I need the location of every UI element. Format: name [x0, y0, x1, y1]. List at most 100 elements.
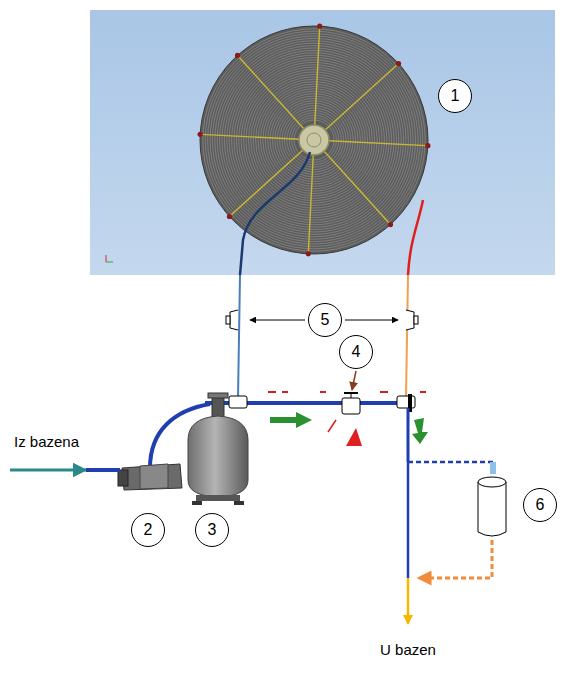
spoke [314, 140, 390, 224]
spiral-ring [244, 70, 385, 211]
spiral-ring [239, 65, 389, 215]
red-marks [268, 391, 426, 393]
spiral-ring [251, 77, 377, 203]
check-valve [406, 310, 418, 330]
supply-pipe [238, 275, 240, 398]
dosing-line [408, 462, 493, 472]
check-valve [226, 310, 238, 330]
spoke-anchor [306, 251, 311, 256]
leader-arrow [352, 371, 356, 390]
spiral-ring [246, 72, 382, 208]
spiral-ring [284, 110, 343, 169]
spiral-ring [292, 118, 337, 163]
collector-spiral [203, 29, 425, 251]
callout-number: 2 [144, 522, 153, 538]
callout-circle: 2 [131, 513, 165, 547]
callout-number: 3 [208, 522, 217, 538]
spiral-ring [277, 103, 351, 177]
return-pipe [406, 275, 408, 398]
spiral-ring [265, 91, 363, 189]
spiral-ring [287, 113, 341, 167]
spiral-ring [220, 46, 409, 235]
spiral-ring [272, 98, 355, 181]
red-mark [328, 420, 336, 432]
spoke [314, 140, 427, 146]
spoke-anchor [317, 24, 322, 29]
red-mark [346, 428, 362, 446]
spiral-ring [256, 82, 373, 199]
leader-arrow [250, 320, 305, 321]
spiral-ring [227, 53, 401, 227]
spiral-ring [203, 29, 425, 251]
spiral-ring [270, 96, 358, 184]
callout-circle: 4 [339, 335, 373, 369]
pump [118, 464, 182, 490]
spoke-anchor [396, 61, 401, 66]
spiral-ring [215, 41, 413, 239]
spoke [238, 56, 314, 140]
outlet-pipe [407, 408, 410, 462]
tee-fitting [397, 396, 415, 408]
outlet-pipe [407, 462, 410, 578]
spiral-ring [229, 55, 399, 225]
collector-hub-ring [307, 133, 321, 147]
spiral-ring [205, 31, 423, 249]
outflow-arrow [407, 578, 410, 624]
spiral-ring [241, 67, 387, 213]
callout-number: 5 [321, 312, 330, 328]
spiral-ring [217, 43, 411, 237]
dosing-return [418, 540, 492, 578]
flow-arrow [270, 412, 312, 428]
spiral-ring [263, 89, 365, 191]
spiral-ring [236, 62, 391, 217]
spoke [314, 27, 320, 140]
spiral-ring [224, 50, 403, 229]
spoke-anchor [388, 222, 393, 227]
flow-label: Iz bazena [14, 434, 79, 451]
spoke [201, 134, 314, 140]
bypass-valve [342, 393, 360, 414]
callout-circle: 1 [438, 79, 472, 113]
sand-filter [188, 393, 248, 505]
collector-outlet [408, 200, 423, 275]
spiral-ring [210, 36, 418, 244]
chlorinator [478, 477, 506, 536]
leader-arrow [345, 320, 398, 321]
spiral-ring [268, 94, 361, 187]
spiral-ring [234, 60, 394, 220]
callout-number: 1 [451, 88, 460, 104]
callout-number: 6 [536, 497, 545, 513]
collector-hub [299, 125, 329, 155]
spoke [314, 64, 398, 140]
spiral-ring [258, 84, 370, 196]
spiral-ring [222, 48, 406, 232]
axis-icon [106, 255, 113, 262]
callout-circle: 6 [523, 488, 557, 522]
spoke-anchor [235, 53, 240, 58]
spiral-ring [232, 58, 397, 223]
collector-inlet [240, 152, 310, 275]
intake-pipe [86, 468, 120, 472]
callout-number: 4 [352, 344, 361, 360]
spiral-ring [275, 101, 353, 179]
dosing-connector [490, 462, 496, 474]
spiral-ring [208, 34, 421, 247]
callout-circle: 3 [195, 513, 229, 547]
spiral-ring [294, 120, 334, 160]
spiral-ring [260, 86, 367, 193]
solar-collector [200, 26, 428, 254]
spoke [230, 140, 314, 216]
sky-panel [90, 10, 555, 275]
flow-label: U bazen [380, 642, 436, 659]
spiral-ring [289, 115, 339, 165]
spoke-anchor [425, 143, 430, 148]
collector-spokes [198, 24, 431, 257]
spiral-ring [248, 74, 379, 205]
spiral-ring [253, 79, 375, 201]
spiral-ring [212, 38, 415, 241]
spoke-anchor [227, 214, 232, 219]
spiral-ring [280, 106, 349, 175]
tee-fitting [229, 396, 247, 408]
flow-arrow [412, 418, 428, 444]
